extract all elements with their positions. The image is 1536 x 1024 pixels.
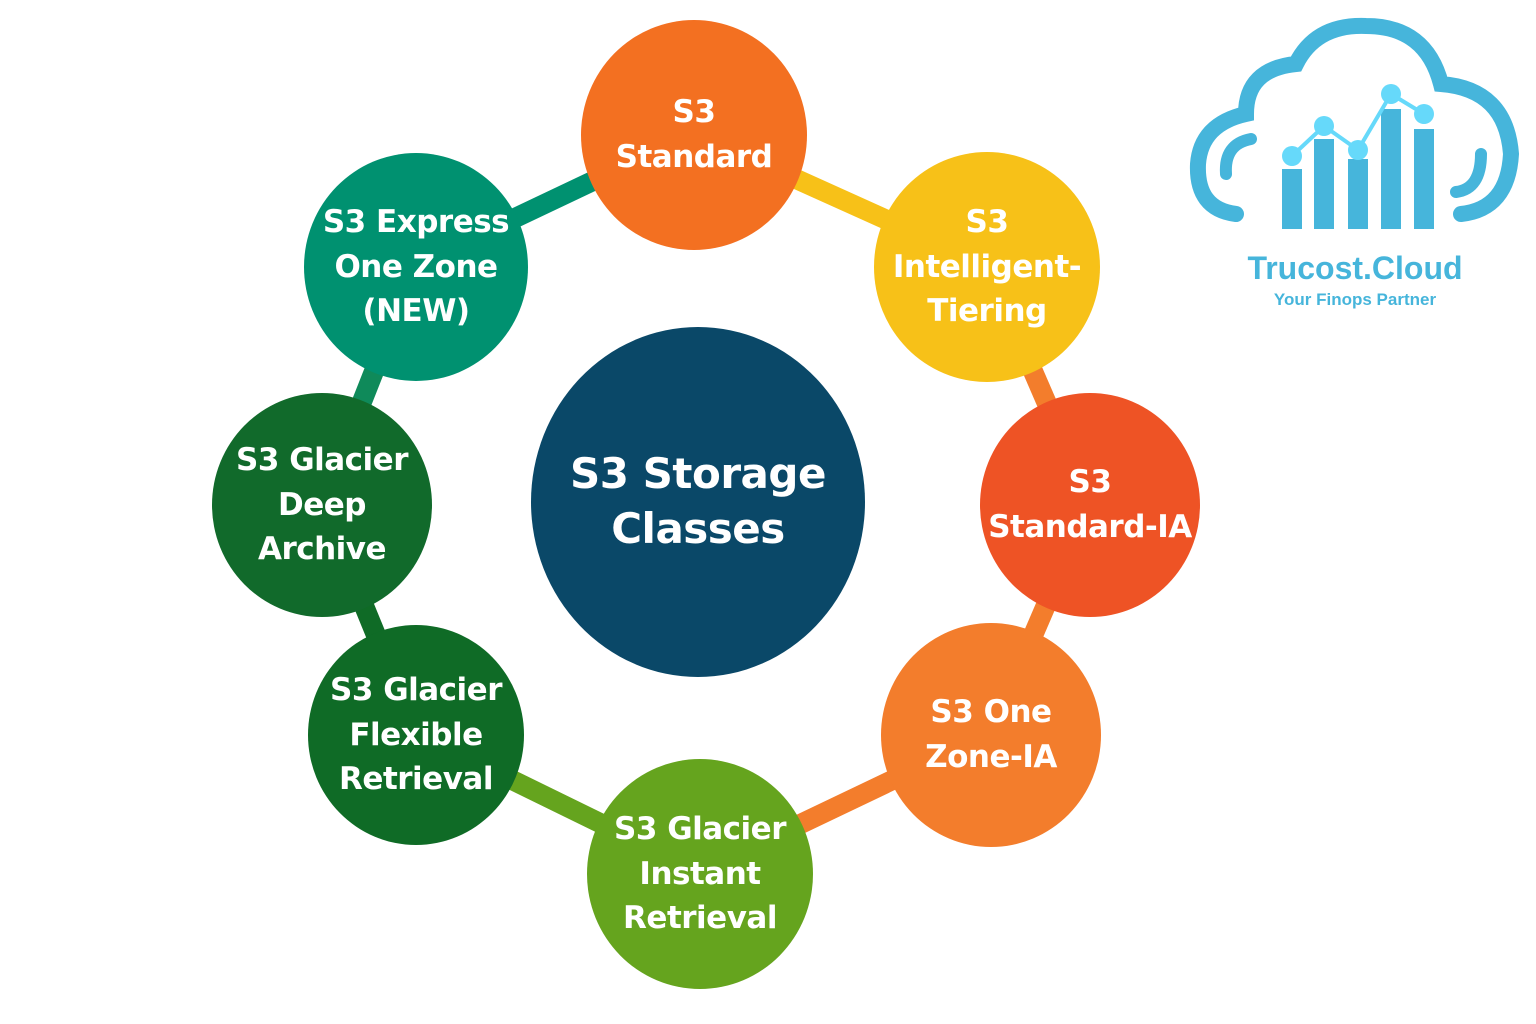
node-label-line: Flexible bbox=[349, 716, 483, 753]
node-label-line: (NEW) bbox=[362, 293, 470, 330]
node-label-line: S3 bbox=[672, 94, 716, 131]
node-label-line: S3 Glacier bbox=[614, 810, 787, 847]
node-label-line: Retrieval bbox=[339, 761, 493, 798]
node-label-line: S3 Glacier bbox=[236, 441, 409, 478]
node-label-line: Instant bbox=[639, 855, 761, 892]
node-label-line: Standard bbox=[615, 139, 773, 175]
center-node: S3 Storage Classes bbox=[531, 327, 865, 677]
node-label-line: Deep bbox=[278, 486, 366, 523]
cloud-chart-logo-icon bbox=[1189, 17, 1520, 229]
center-title-line: S3 Storage bbox=[570, 449, 826, 499]
node-label-line: Retrieval bbox=[623, 900, 777, 937]
node-label-line: S3 Express bbox=[322, 203, 510, 240]
node-label-line: Tiering bbox=[927, 293, 1047, 330]
node-label-line: S3 Glacier bbox=[330, 671, 503, 708]
node-label-line: S3 Intelligent- bbox=[892, 203, 1082, 285]
node-label-line: Standard-IA bbox=[988, 509, 1192, 545]
node-label-line: One Zone bbox=[334, 248, 498, 285]
node-label-line: S3 bbox=[1068, 464, 1112, 501]
center-title-line: Classes bbox=[611, 504, 785, 553]
storage-class-node: S3 Intelligent- Tiering bbox=[874, 152, 1100, 382]
node-label-line: S3 One bbox=[930, 694, 1052, 731]
logo-name: Trucost.Cloud bbox=[1247, 250, 1463, 286]
node-label-line: Zone-IA bbox=[925, 739, 1057, 775]
node-label-line: Archive bbox=[257, 531, 387, 568]
logo-tagline: Your Finops Partner bbox=[1273, 290, 1437, 309]
